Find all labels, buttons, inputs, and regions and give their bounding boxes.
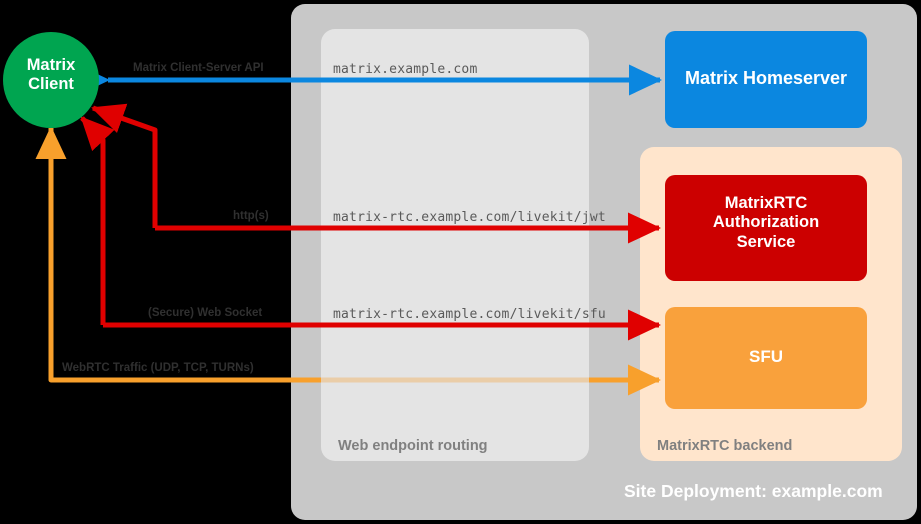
endpoint-label-livekit-jwt: matrix-rtc.example.com/livekit/jwt <box>333 210 606 225</box>
web-endpoint-routing-panel <box>321 29 589 461</box>
node-sfu[interactable] <box>665 307 867 409</box>
edge-sfu-websocket <box>80 116 662 341</box>
node-matrixrtc-authorization-service[interactable] <box>665 175 867 281</box>
endpoint-label-livekit-sfu: matrix-rtc.example.com/livekit/sfu <box>333 307 606 322</box>
matrixrtc-backend-caption: MatrixRTC backend <box>657 438 793 454</box>
node-matrix-homeserver[interactable] <box>665 31 867 128</box>
protocol-label-secure-web-socket: (Secure) Web Socket <box>148 307 263 319</box>
protocol-label-https: http(s) <box>233 210 269 222</box>
edge-jwt-service <box>91 103 662 244</box>
web-endpoint-routing-caption: Web endpoint routing <box>338 438 488 454</box>
edge-webrtc-media <box>35 125 662 396</box>
protocol-label-client-server-api: Matrix Client-Server API <box>133 62 264 74</box>
node-matrix-client[interactable] <box>3 32 99 128</box>
site-deployment-caption: Site Deployment: example.com <box>624 481 883 501</box>
protocol-label-webrtc-traffic: WebRTC Traffic (UDP, TCP, TURNs) <box>62 362 254 374</box>
endpoint-label-matrix-example-com: matrix.example.com <box>333 62 478 77</box>
